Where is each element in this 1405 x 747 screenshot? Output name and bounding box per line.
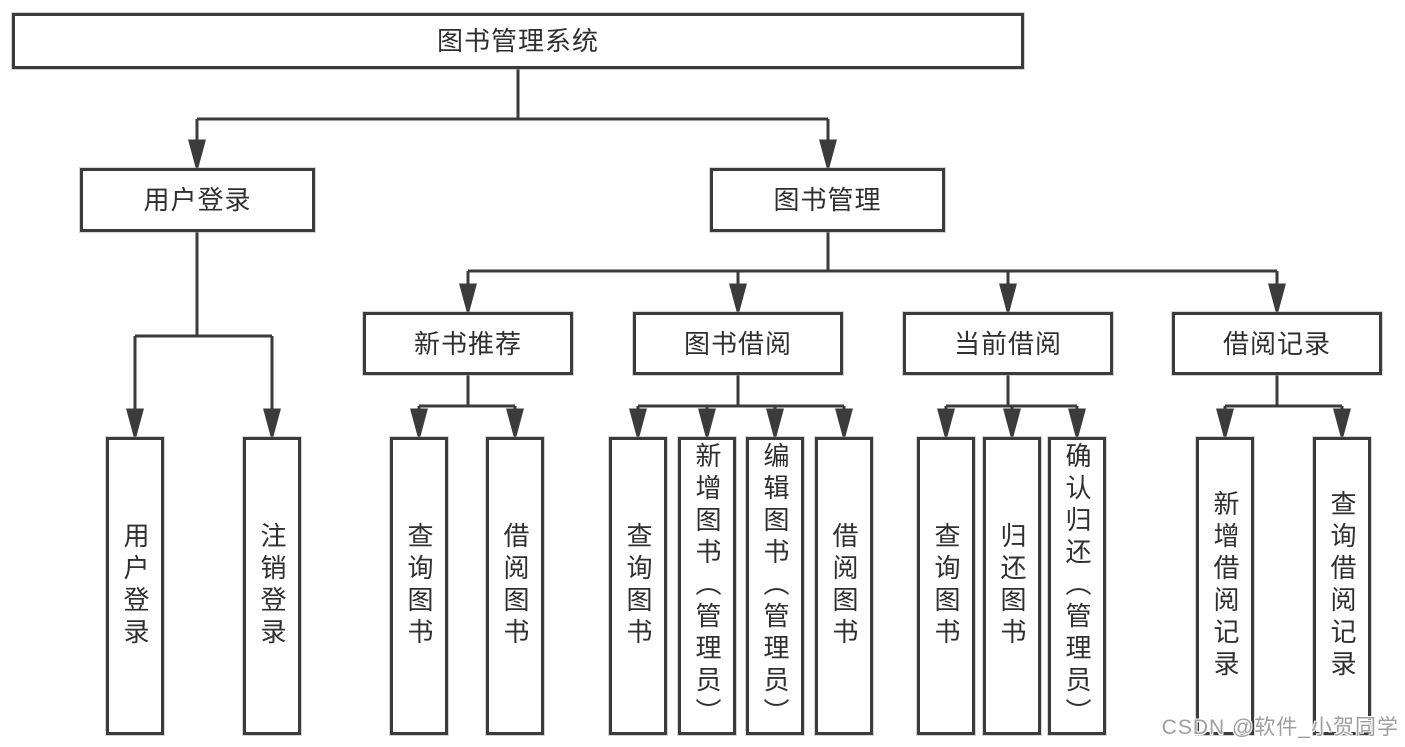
node-book-management-label: 图书管理	[773, 185, 882, 215]
connector-root	[188, 68, 837, 173]
node-book-management: 图书管理	[710, 168, 945, 232]
csdn-watermark: CSDN @软件_小贺同学	[1161, 716, 1399, 739]
connector-new-book	[410, 375, 524, 442]
leaf-query-books-borrow: 查询图书	[609, 437, 667, 735]
node-borrow-record-label: 借阅记录	[1222, 328, 1331, 359]
node-book-borrow: 图书借阅	[633, 312, 843, 375]
node-current-borrow-label: 当前借阅	[953, 328, 1062, 359]
leaf-user-login: 用户登录	[106, 437, 164, 735]
leaf-return-books: 归还图书	[983, 437, 1041, 735]
leaf-confirm-return-admin: 确认归还（管理员）	[1048, 437, 1106, 735]
node-new-book-recommend: 新书推荐	[363, 312, 573, 375]
leaf-user-login-label: 用户登录	[120, 522, 150, 650]
connector-book-borrow	[629, 375, 853, 442]
leaf-add-borrow-record: 新增借阅记录	[1196, 437, 1254, 735]
connector-book-mgmt	[459, 232, 1286, 317]
leaf-borrow-books: 借阅图书	[815, 437, 873, 735]
leaf-query-books-newbook: 查询图书	[390, 437, 448, 735]
leaf-query-books-current-label: 查询图书	[931, 522, 961, 650]
connector-current-borrow	[937, 375, 1086, 442]
leaf-edit-books-admin-label: 编辑图书（管理员）	[760, 442, 790, 730]
leaf-add-books-admin: 新增图书（管理员）	[678, 437, 736, 735]
node-book-borrow-label: 图书借阅	[683, 328, 792, 359]
connector-user-login	[126, 232, 281, 442]
leaf-query-books-current: 查询图书	[917, 437, 975, 735]
node-root-label: 图书管理系统	[436, 26, 599, 56]
leaf-borrow-books-newbook: 借阅图书	[486, 437, 544, 735]
leaf-query-borrow-record: 查询借阅记录	[1313, 437, 1371, 735]
leaf-borrow-books-newbook-label: 借阅图书	[500, 522, 530, 650]
leaf-query-borrow-record-label: 查询借阅记录	[1327, 490, 1357, 682]
node-user-login: 用户登录	[80, 168, 315, 232]
node-root: 图书管理系统	[12, 13, 1024, 69]
leaf-add-books-admin-label: 新增图书（管理员）	[692, 442, 722, 730]
leaf-add-borrow-record-label: 新增借阅记录	[1210, 490, 1240, 682]
node-new-book-recommend-label: 新书推荐	[413, 328, 522, 359]
leaf-confirm-return-admin-label: 确认归还（管理员）	[1062, 442, 1092, 730]
node-current-borrow: 当前借阅	[903, 312, 1113, 375]
leaf-logout: 注销登录	[243, 437, 301, 735]
leaf-query-books-newbook-label: 查询图书	[404, 522, 434, 650]
leaf-query-books-borrow-label: 查询图书	[623, 522, 653, 650]
leaf-borrow-books-label: 借阅图书	[829, 522, 859, 650]
connector-borrow-record	[1216, 375, 1351, 442]
leaf-edit-books-admin: 编辑图书（管理员）	[746, 437, 804, 735]
leaf-logout-label: 注销登录	[257, 522, 287, 650]
leaf-return-books-label: 归还图书	[997, 522, 1027, 650]
node-borrow-record: 借阅记录	[1172, 312, 1382, 375]
node-user-login-label: 用户登录	[143, 185, 252, 215]
